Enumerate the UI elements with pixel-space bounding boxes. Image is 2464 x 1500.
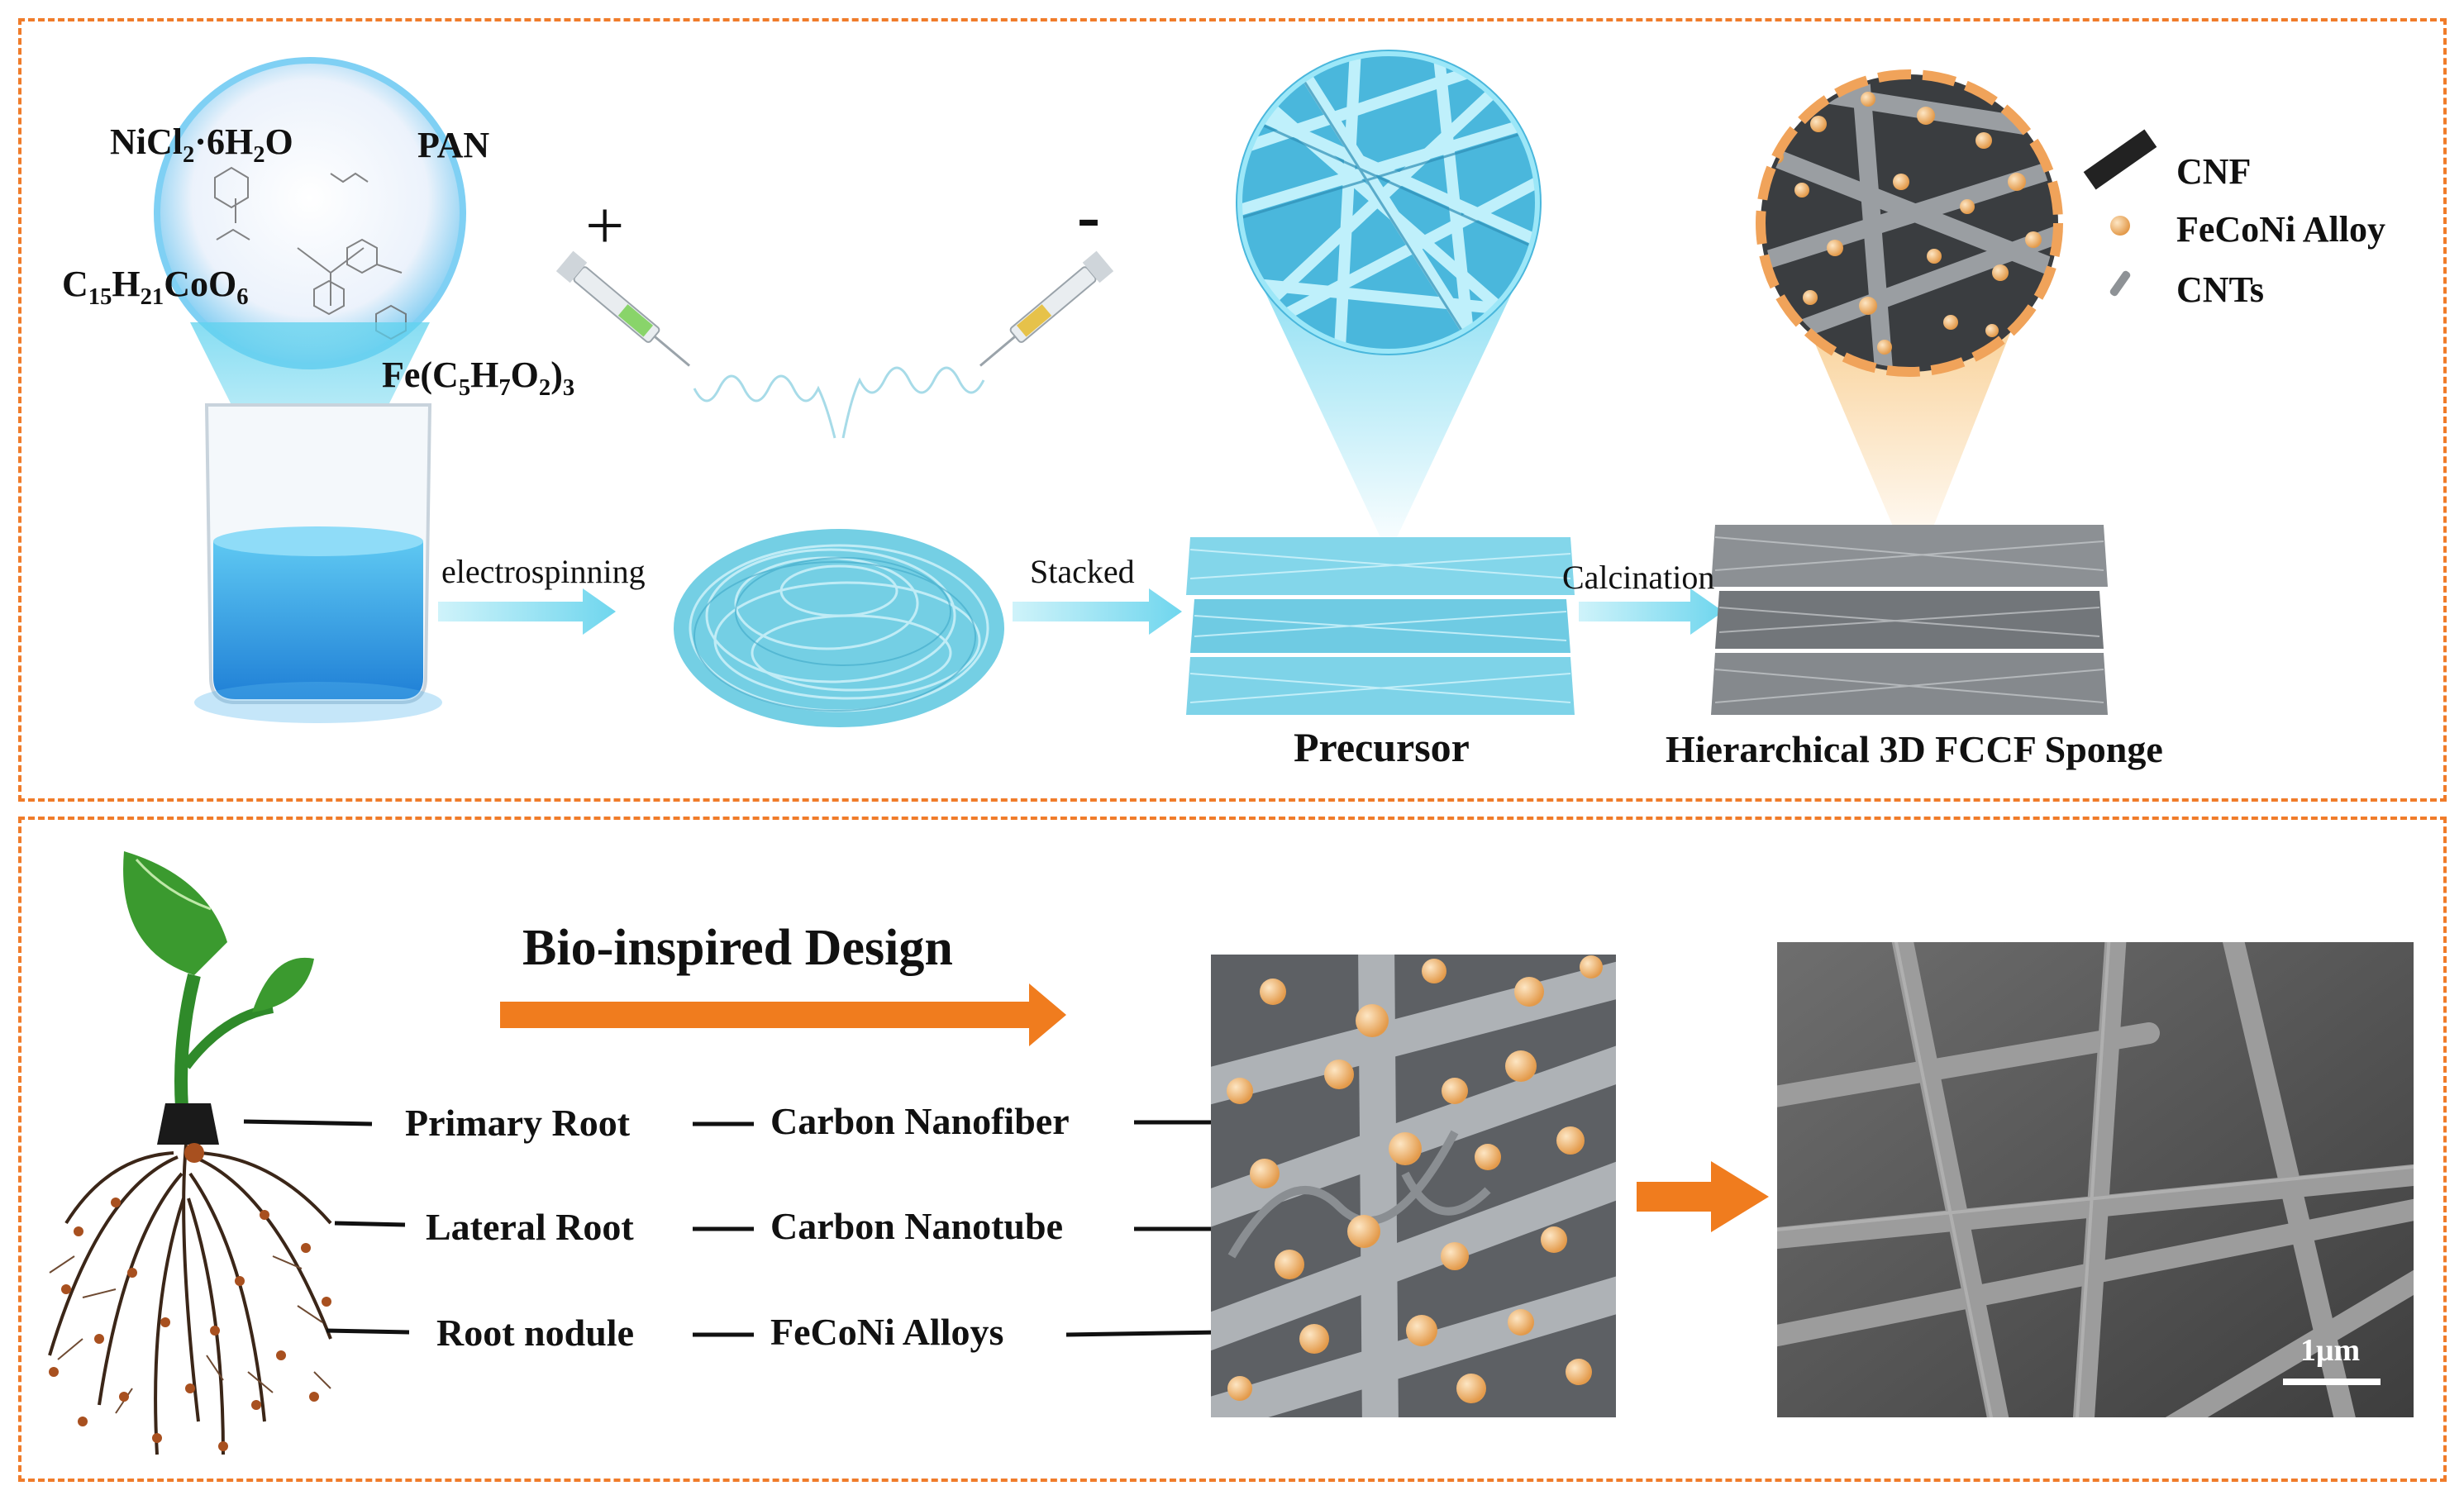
arrow-stacked	[1013, 588, 1182, 635]
syringe-negative	[979, 250, 1114, 367]
step-stacked-label: Stacked	[1030, 553, 1135, 590]
bio-label-root-nodule: Root nodule	[436, 1312, 634, 1354]
scale-bar	[2283, 1379, 2381, 1385]
material-label-feconi-alloys: FeCoNi Alloys	[770, 1311, 1004, 1353]
fiber-mound	[674, 529, 1004, 727]
bottom-panel-frame	[18, 817, 2447, 1482]
structure-render	[1211, 955, 1616, 1417]
render-to-sem-arrow	[1637, 1161, 1769, 1232]
cnt-tube-icon	[2109, 270, 2131, 297]
reagent-bubble	[154, 57, 466, 369]
alloy-sphere-icon	[2110, 216, 2130, 236]
syringe-positive	[555, 250, 691, 367]
bio-label-primary-root: Primary Root	[405, 1102, 631, 1144]
legend-cnf-label: CNF	[2176, 151, 2252, 192]
step-electrospinning-label: electrospinning	[441, 553, 646, 590]
reagent-nicl2-label: NiCl2·6H2O	[110, 121, 293, 168]
legend-alloy-label: FeCoNi Alloy	[2176, 209, 2385, 250]
precursor-stack	[1186, 537, 1575, 715]
step-calcination-label: Calcination	[1562, 559, 1715, 596]
arrow-calcination	[1579, 588, 1723, 635]
negative-sign: -	[1077, 178, 1100, 255]
cnf-bar-icon	[2083, 129, 2157, 190]
jet-left	[693, 374, 836, 439]
plant-illustration	[48, 851, 332, 1455]
sponge-zoom	[1756, 69, 2063, 377]
jet-right	[841, 366, 985, 439]
bio-design-arrow	[500, 983, 1066, 1046]
material-label-carbon-nanofiber: Carbon Nanofiber	[770, 1100, 1070, 1142]
sponge-stack	[1711, 525, 2108, 715]
arrow-electrospinning	[438, 588, 616, 635]
precursor-zoom	[1236, 50, 1542, 355]
reagent-cobalt-label: C15H21CoO6	[62, 264, 249, 310]
reagent-iron-label: Fe(C5H7O2)3	[382, 355, 575, 401]
caption-precursor: Precursor	[1294, 724, 1470, 770]
positive-sign: +	[585, 188, 625, 264]
material-label-carbon-nanotube: Carbon Nanotube	[770, 1205, 1064, 1247]
top-panel-frame	[18, 18, 2447, 802]
sem-micrograph	[1777, 942, 2414, 1417]
scale-bar-label: 1μm	[2300, 1333, 2361, 1368]
caption-sponge: Hierarchical 3D FCCF Sponge	[1666, 728, 2163, 770]
reagent-pan-label: PAN	[417, 125, 490, 165]
bio-label-lateral-root: Lateral Root	[426, 1206, 634, 1248]
legend-cnts-label: CNTs	[2176, 269, 2264, 310]
beaker	[194, 403, 442, 723]
bio-design-title: Bio-inspired Design	[522, 920, 953, 976]
